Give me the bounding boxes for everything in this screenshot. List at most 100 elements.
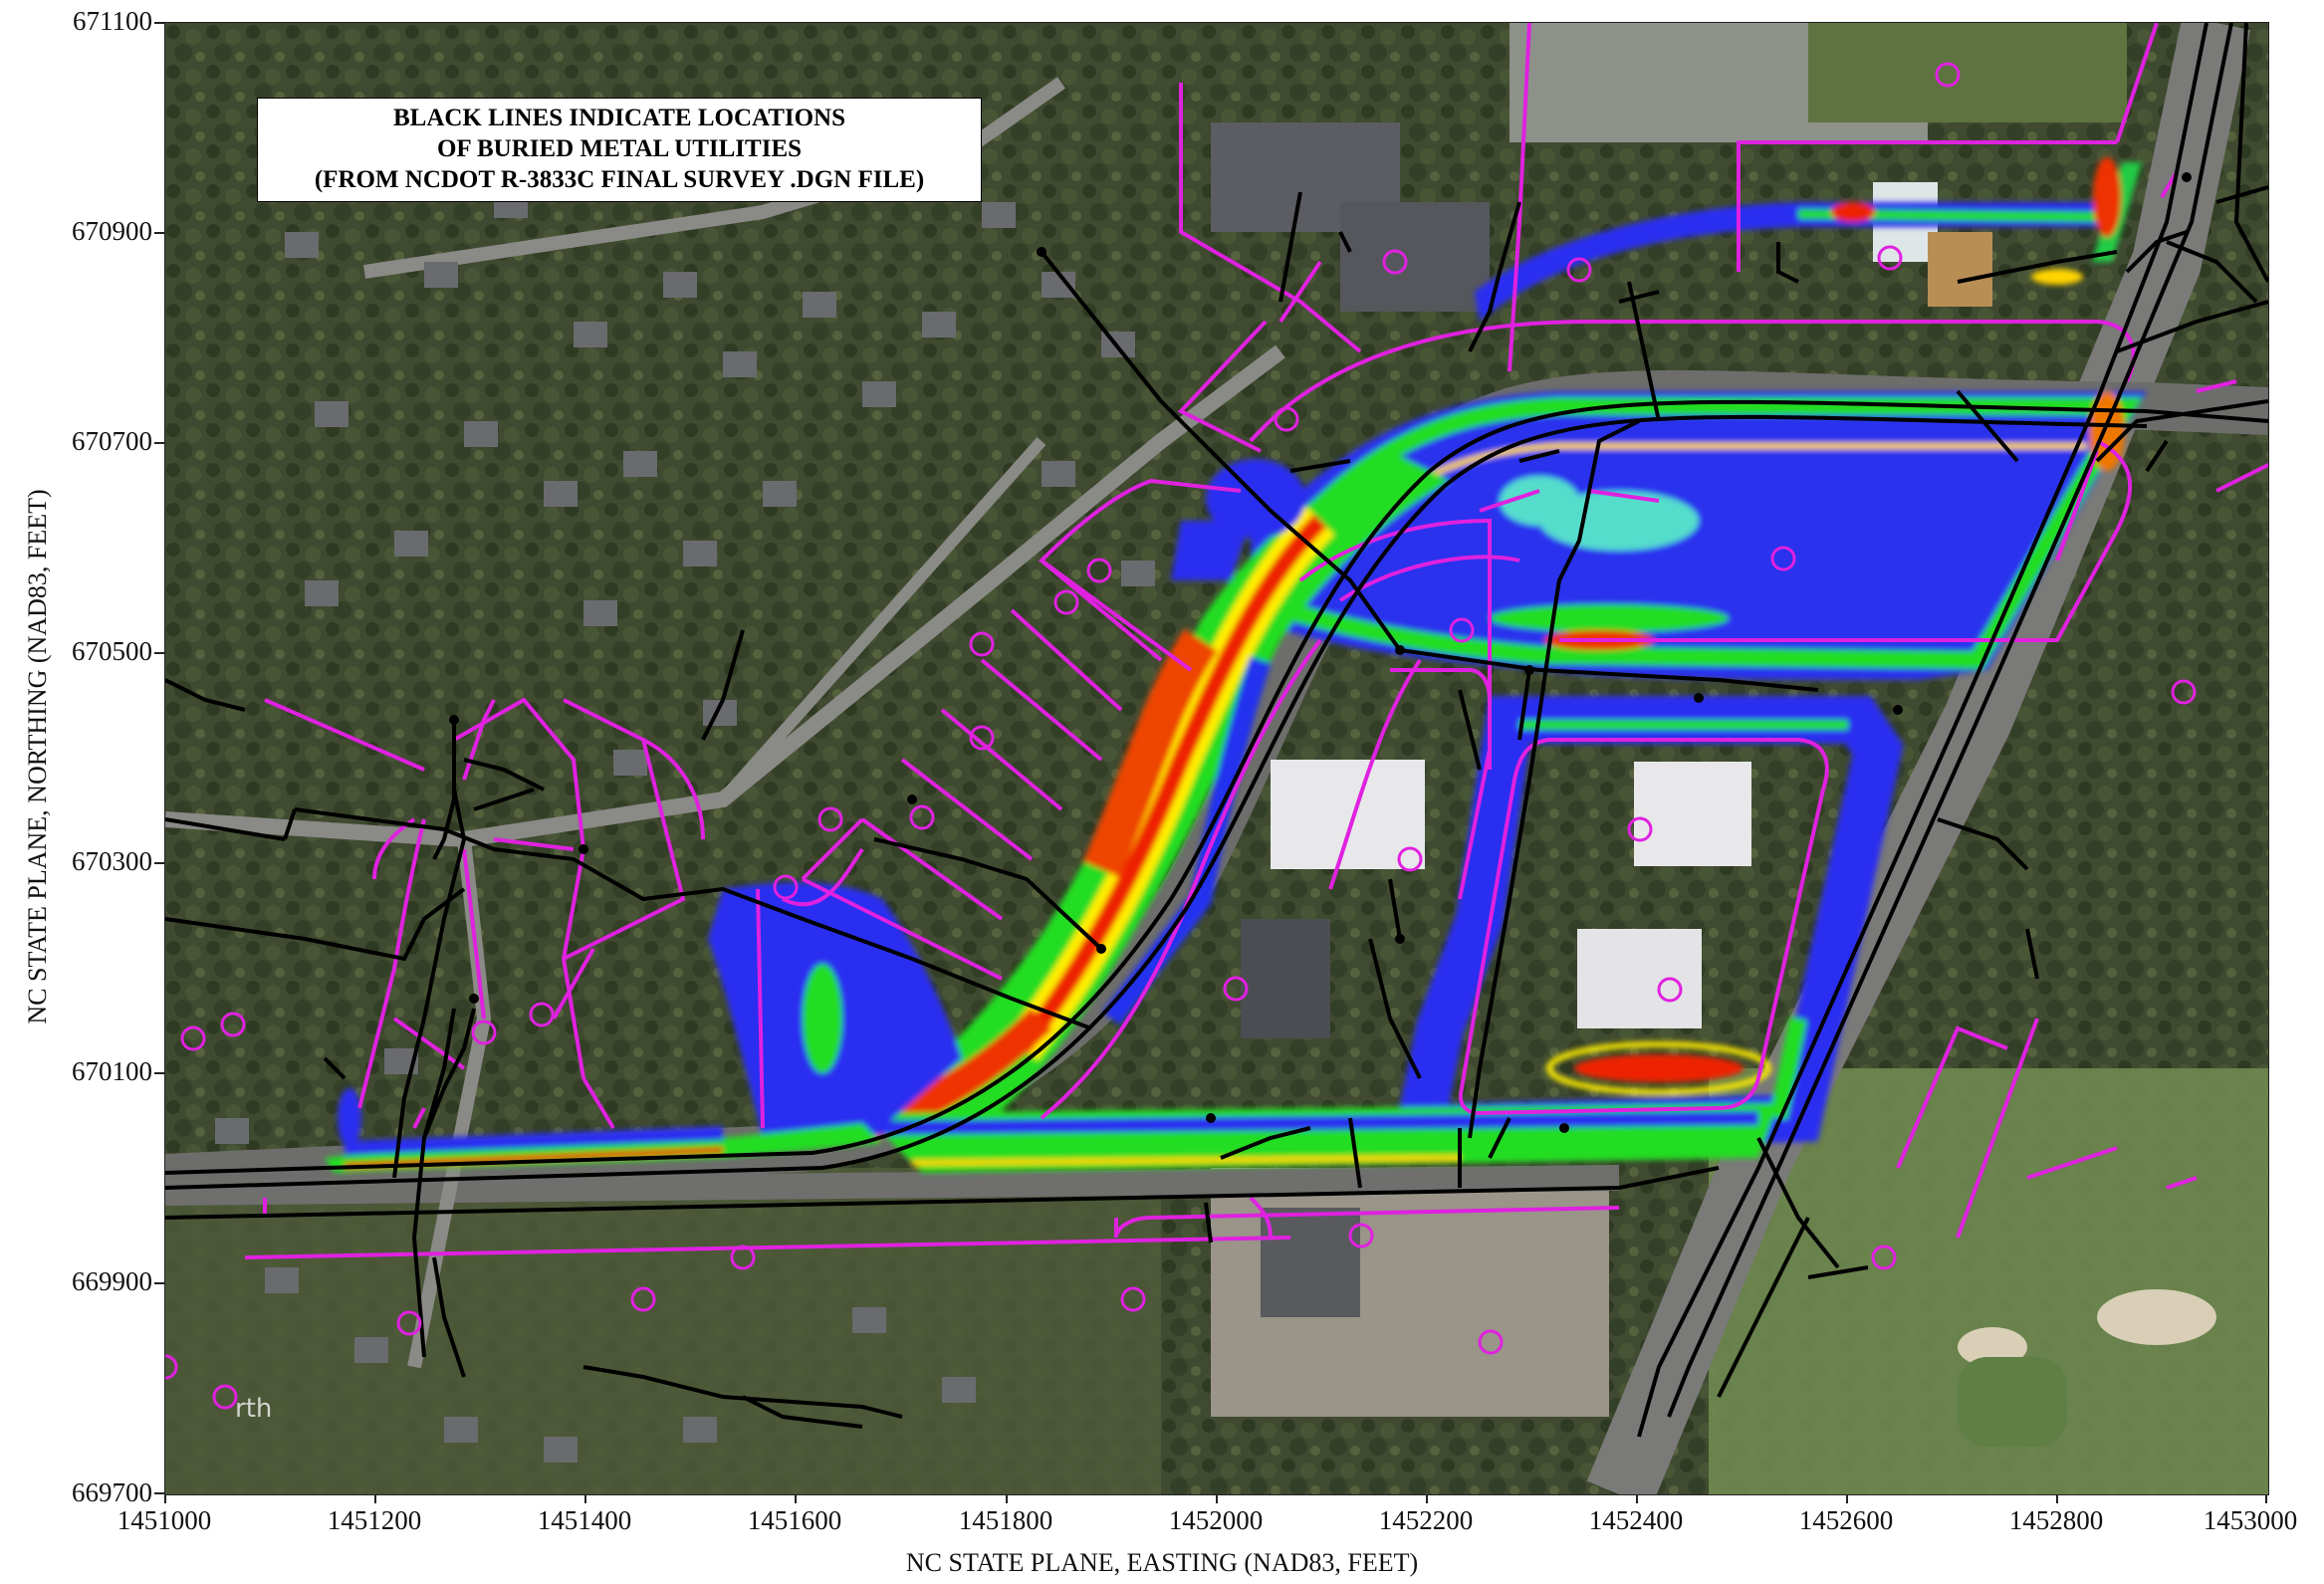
green [1958, 1357, 2067, 1447]
x-axis-title: NC STATE PLANE, EASTING (NAD83, FEET) [905, 1548, 1419, 1577]
survey-hotspot [1831, 202, 1875, 222]
x-tick-label: 1452000 [1168, 1505, 1264, 1535]
marker-circle [2171, 679, 2197, 705]
marker-circle [1382, 249, 1408, 275]
marker-circle [471, 1019, 497, 1045]
x-tick [584, 1493, 586, 1503]
survey-hotspot [2031, 269, 2083, 285]
y-tick-label: 670900 [72, 216, 152, 246]
x-tick [1426, 1493, 1428, 1503]
x-tick-label: 1451400 [537, 1505, 632, 1535]
building [1577, 929, 1702, 1028]
y-tick-label: 670100 [72, 1056, 152, 1086]
marker-circle [1770, 546, 1796, 571]
marker-circle [730, 1245, 756, 1270]
marker-circle [1478, 1329, 1504, 1355]
survey-north-strip [1475, 202, 2122, 322]
survey-west-band [344, 1126, 724, 1155]
marker-circle [817, 806, 843, 832]
building [1241, 919, 1330, 1038]
lot-grass [1808, 23, 2127, 122]
note-line: BLACK LINES INDICATE LOCATIONS [392, 105, 846, 131]
y-tick [154, 1072, 164, 1074]
x-tick-label: 1451000 [116, 1505, 212, 1535]
x-tick-label: 1452400 [1588, 1505, 1684, 1535]
y-tick [154, 652, 164, 654]
y-tick-label: 670700 [72, 426, 152, 456]
x-tick-label: 1452600 [1798, 1505, 1894, 1535]
sand-trap [2097, 1289, 2216, 1345]
marker-circle [1871, 1245, 1897, 1270]
y-tick-label: 670300 [72, 846, 152, 876]
residential-street [718, 437, 1046, 803]
marker-circle [396, 1310, 422, 1336]
marker-circle [630, 1286, 656, 1312]
x-tick [1846, 1493, 1848, 1503]
marker-circle [180, 1025, 206, 1051]
marker-circle [1877, 245, 1903, 271]
x-tick [1006, 1493, 1008, 1503]
watermark: rth [235, 1394, 272, 1424]
x-tick [1216, 1493, 1218, 1503]
sample-markers [165, 62, 2197, 1410]
survey-road-band-west [1171, 521, 1251, 580]
building [1271, 760, 1425, 869]
marker-circle [1086, 558, 1112, 583]
marker-circle [773, 874, 799, 900]
marker-circle [1053, 589, 1079, 615]
survey-road-band [1102, 656, 1272, 1025]
y-tick [154, 1492, 164, 1494]
x-tick [2056, 1493, 2058, 1503]
survey-anomaly [1500, 476, 1579, 526]
marker-circle [529, 1002, 555, 1027]
note-line: OF BURIED METAL UTILITIES [436, 135, 803, 162]
y-tick-label: 671100 [73, 6, 152, 36]
y-tick [154, 232, 164, 234]
survey-west-band [344, 1147, 724, 1169]
survey-road-band [1082, 628, 1218, 878]
x-tick [164, 1493, 166, 1503]
marker-circle [1935, 62, 1961, 88]
y-tick [154, 22, 164, 24]
utility-lines [165, 23, 2268, 1438]
note-line: (FROM NCDOT R-3833C FINAL SURVEY .DGN FI… [314, 166, 925, 193]
survey-hotspot [338, 1088, 361, 1148]
x-tick-label: 1452800 [2008, 1505, 2104, 1535]
x-tick [374, 1493, 376, 1503]
utility-nodes [449, 172, 2192, 1133]
x-tick-label: 1451800 [958, 1505, 1053, 1535]
x-tick-label: 1451600 [747, 1505, 842, 1535]
building [1928, 232, 1992, 307]
survey-bottom-band [911, 1155, 1461, 1166]
x-tick-label: 1453000 [2203, 1505, 2298, 1535]
marker-circle [220, 1012, 246, 1037]
y-axis-title: NC STATE PLANE, NORTHING (NAD83, FEET) [23, 489, 52, 1024]
map-canvas: rth [165, 23, 2268, 1494]
marker-circle [1397, 846, 1423, 872]
survey-road-band [1014, 514, 1327, 1054]
marker-circle [212, 1384, 238, 1410]
x-tick [795, 1493, 797, 1503]
survey-anomaly [1490, 604, 1729, 632]
basemap-patch [165, 1168, 1161, 1494]
y-tick-label: 669700 [72, 1477, 152, 1507]
x-tick [1636, 1493, 1638, 1503]
marker-circle [1449, 617, 1475, 643]
marker-circle [909, 804, 935, 830]
marker-circle [165, 1354, 178, 1380]
y-tick [154, 862, 164, 864]
utility-note: BLACK LINES INDICATE LOCATIONS OF BURIED… [257, 98, 982, 202]
property-lines [244, 23, 2268, 1259]
marker-circle [969, 631, 995, 657]
residential-street [165, 344, 1285, 848]
map-area[interactable]: rth [164, 22, 2269, 1495]
survey-south-loop [1769, 1017, 1807, 1120]
marker-circle [1223, 976, 1249, 1002]
marker-circle [1348, 1223, 1374, 1248]
marker-circle [1274, 406, 1299, 432]
bottom-road [165, 1165, 1620, 1206]
marker-circle [1627, 816, 1653, 842]
survey-hotspot [2093, 157, 2121, 237]
x-tick-label: 1451200 [327, 1505, 422, 1535]
building [1261, 1208, 1360, 1317]
